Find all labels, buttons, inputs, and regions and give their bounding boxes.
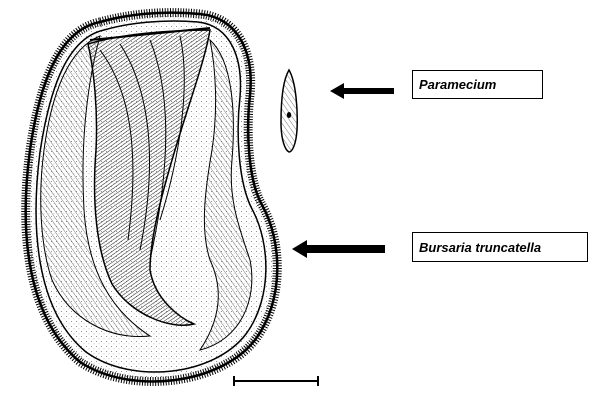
paramecium-label: Paramecium (412, 70, 543, 99)
arrow-left-icon (330, 83, 394, 99)
arrow-left-icon (292, 240, 385, 258)
paramecium-illustration (281, 70, 297, 152)
scale-bar (234, 376, 318, 386)
bursaria-label: Bursaria truncatella (412, 232, 588, 262)
bursaria-illustration (26, 13, 278, 382)
